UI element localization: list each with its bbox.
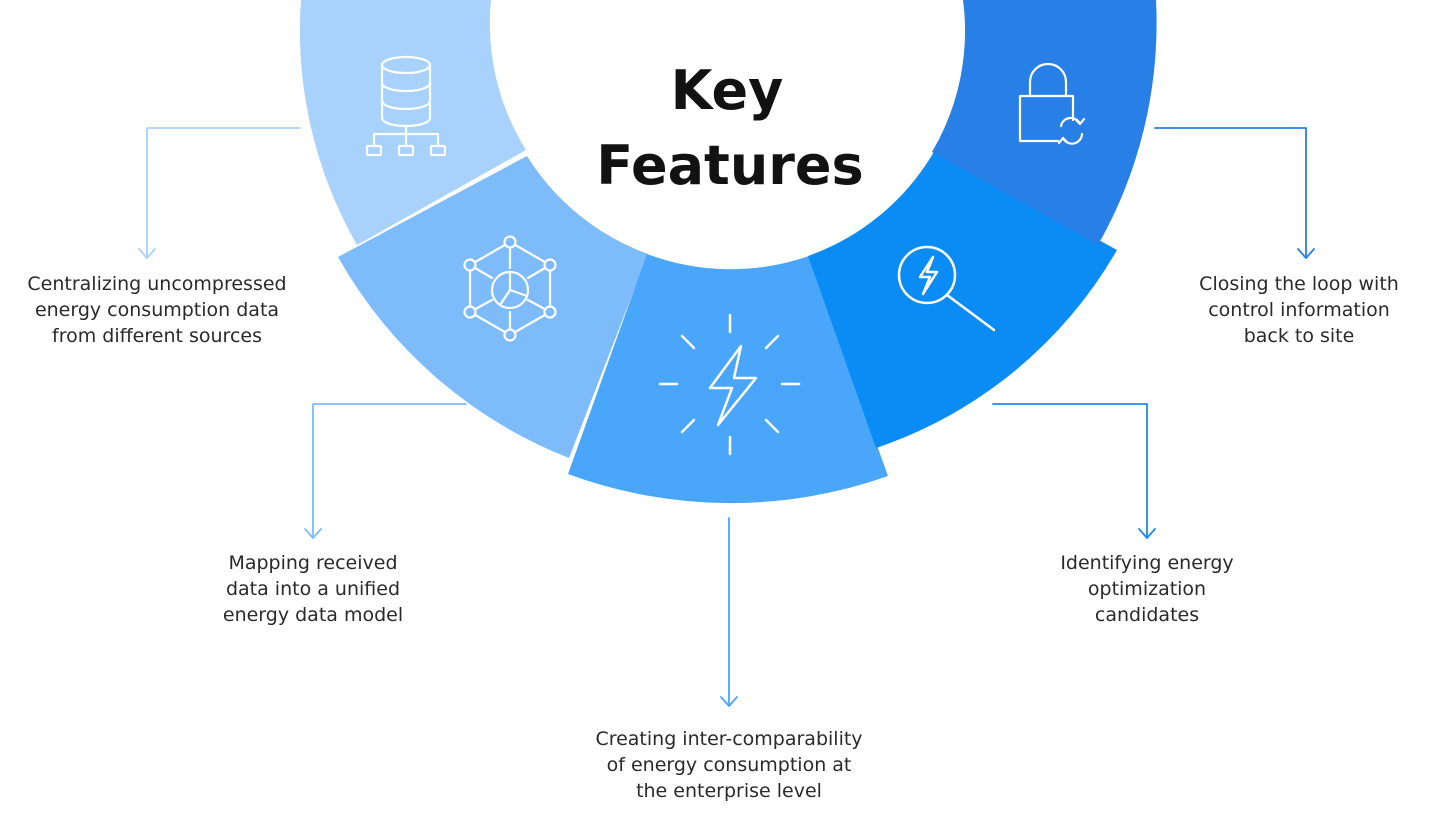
feature-label-line: back to site [1243, 325, 1355, 347]
feature-label-line: candidates [1094, 604, 1200, 626]
feature-label-centralizing: Centralizing uncompressed energy consump… [4, 271, 310, 349]
feature-label-line: Identifying energy [1060, 552, 1234, 574]
data-model-hexagon-icon [463, 235, 557, 342]
title-line-1: Key [671, 59, 784, 122]
lightning-bolt-icon [658, 313, 801, 456]
energy-search-icon [897, 245, 996, 332]
segment-closing-loop [932, 0, 1157, 245]
feature-label-mapping: Mapping received data into a unified ene… [193, 550, 433, 628]
connector-identifying [992, 403, 1156, 539]
feature-label-line: Closing the loop with [1199, 273, 1399, 295]
feature-label-line: Creating inter-comparability [595, 728, 863, 750]
feature-label-line: from different sources [52, 325, 262, 347]
feature-label-identifying: Identifying energy optimization candidat… [1037, 550, 1257, 628]
feature-label-closing-loop: Closing the loop with control informatio… [1166, 271, 1432, 349]
feature-label-line: energy data model [222, 604, 404, 626]
feature-label-line: of energy consumption at [606, 754, 852, 776]
feature-label-line: Mapping received [228, 552, 398, 574]
feature-label-line: the enterprise level [636, 780, 822, 802]
segment-mapping [338, 156, 648, 458]
feature-label-line: energy consumption data [34, 299, 280, 321]
connector-mapping [304, 403, 467, 539]
connector-closing-loop [1154, 127, 1315, 259]
lock-sync-icon [1018, 62, 1086, 145]
feature-label-inter-comparability: Creating inter-comparability of energy c… [560, 726, 898, 804]
connector-centralizing [138, 127, 301, 259]
segment-inter-comparability [568, 254, 888, 504]
title-line-2: Features [596, 134, 863, 197]
segment-identifying [808, 150, 1117, 448]
feature-label-line: data into a unified [225, 578, 401, 600]
feature-label-line: Centralizing uncompressed [27, 273, 287, 295]
segment-centralizing [299, 0, 526, 245]
connector-inter-comparability [720, 517, 738, 707]
feature-label-line: control information [1208, 299, 1390, 321]
feature-label-line: optimization [1087, 578, 1207, 600]
database-network-icon [365, 55, 447, 157]
